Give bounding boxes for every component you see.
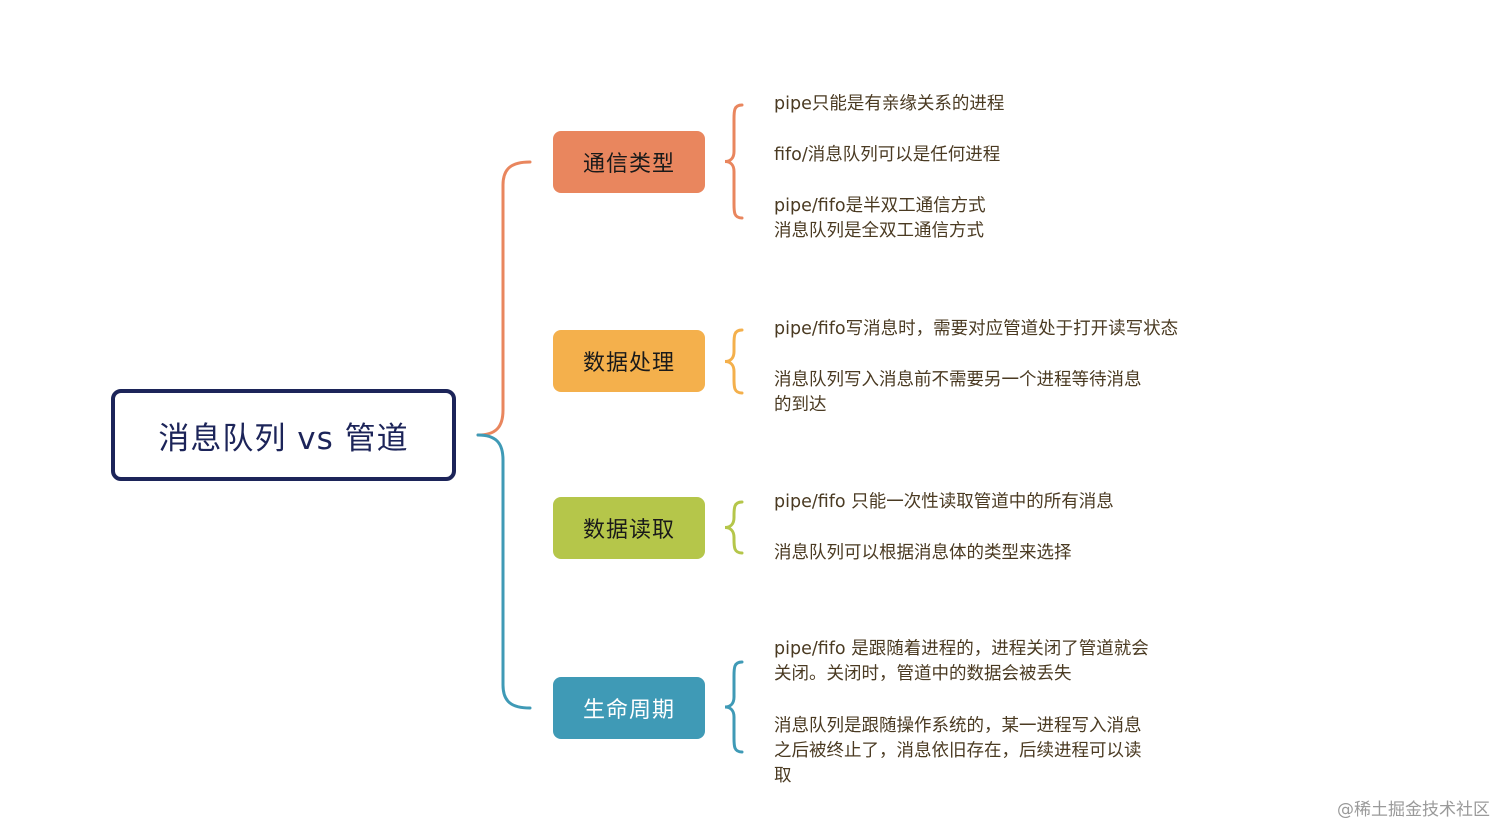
leaf-text: pipe/fifo 只能一次性读取管道中的所有消息 bbox=[774, 492, 1114, 512]
central-topic-label: 消息队列 vs 管道 bbox=[158, 420, 409, 457]
leaf-braces bbox=[724, 103, 744, 754]
connector-communication-type bbox=[476, 160, 532, 437]
leaf-text: pipe/fifo 是跟随着进程的，进程关闭了管道就会 关闭。关闭时，管道中的数… bbox=[774, 639, 1149, 684]
leaf-text: 消息队列写入消息前不需要另一个进程等待消息 的到达 bbox=[774, 370, 1142, 415]
leaf-text: pipe只能是有亲缘关系的进程 bbox=[774, 94, 1005, 114]
brace-lifecycle bbox=[724, 660, 744, 754]
leaf-text: pipe/fifo写消息时，需要对应管道处于打开读写状态 bbox=[774, 319, 1179, 339]
branch-label: 数据读取 bbox=[582, 518, 675, 543]
branch-node-lifecycle[interactable]: 生命周期 bbox=[553, 677, 705, 739]
brace-data-reading bbox=[724, 500, 744, 555]
central-topic[interactable]: 消息队列 vs 管道 bbox=[111, 389, 456, 481]
brace-communication-type bbox=[724, 103, 744, 220]
branch-label: 数据处理 bbox=[582, 351, 675, 376]
branch-node-data-reading[interactable]: 数据读取 bbox=[553, 497, 705, 559]
watermark: @稀土掘金技术社区 bbox=[1337, 800, 1490, 820]
brace-data-handling bbox=[724, 328, 744, 395]
trunk-connectors bbox=[476, 160, 532, 710]
branch-label: 生命周期 bbox=[582, 698, 675, 723]
leaf-text: pipe/fifo是半双工通信方式 消息队列是全双工通信方式 bbox=[774, 196, 986, 241]
leaf-text: fifo/消息队列可以是任何进程 bbox=[774, 145, 1001, 165]
branch-label: 通信类型 bbox=[582, 152, 675, 177]
branch-node-data-handling[interactable]: 数据处理 bbox=[553, 330, 705, 392]
branch-node-communication-type[interactable]: 通信类型 bbox=[553, 131, 705, 193]
leaf-text: 消息队列可以根据消息体的类型来选择 bbox=[774, 543, 1072, 563]
connector-lifecycle bbox=[476, 433, 532, 710]
leaf-text: 消息队列是跟随操作系统的，某一进程写入消息 之后被终止了，消息依旧存在，后续进程… bbox=[774, 716, 1142, 786]
